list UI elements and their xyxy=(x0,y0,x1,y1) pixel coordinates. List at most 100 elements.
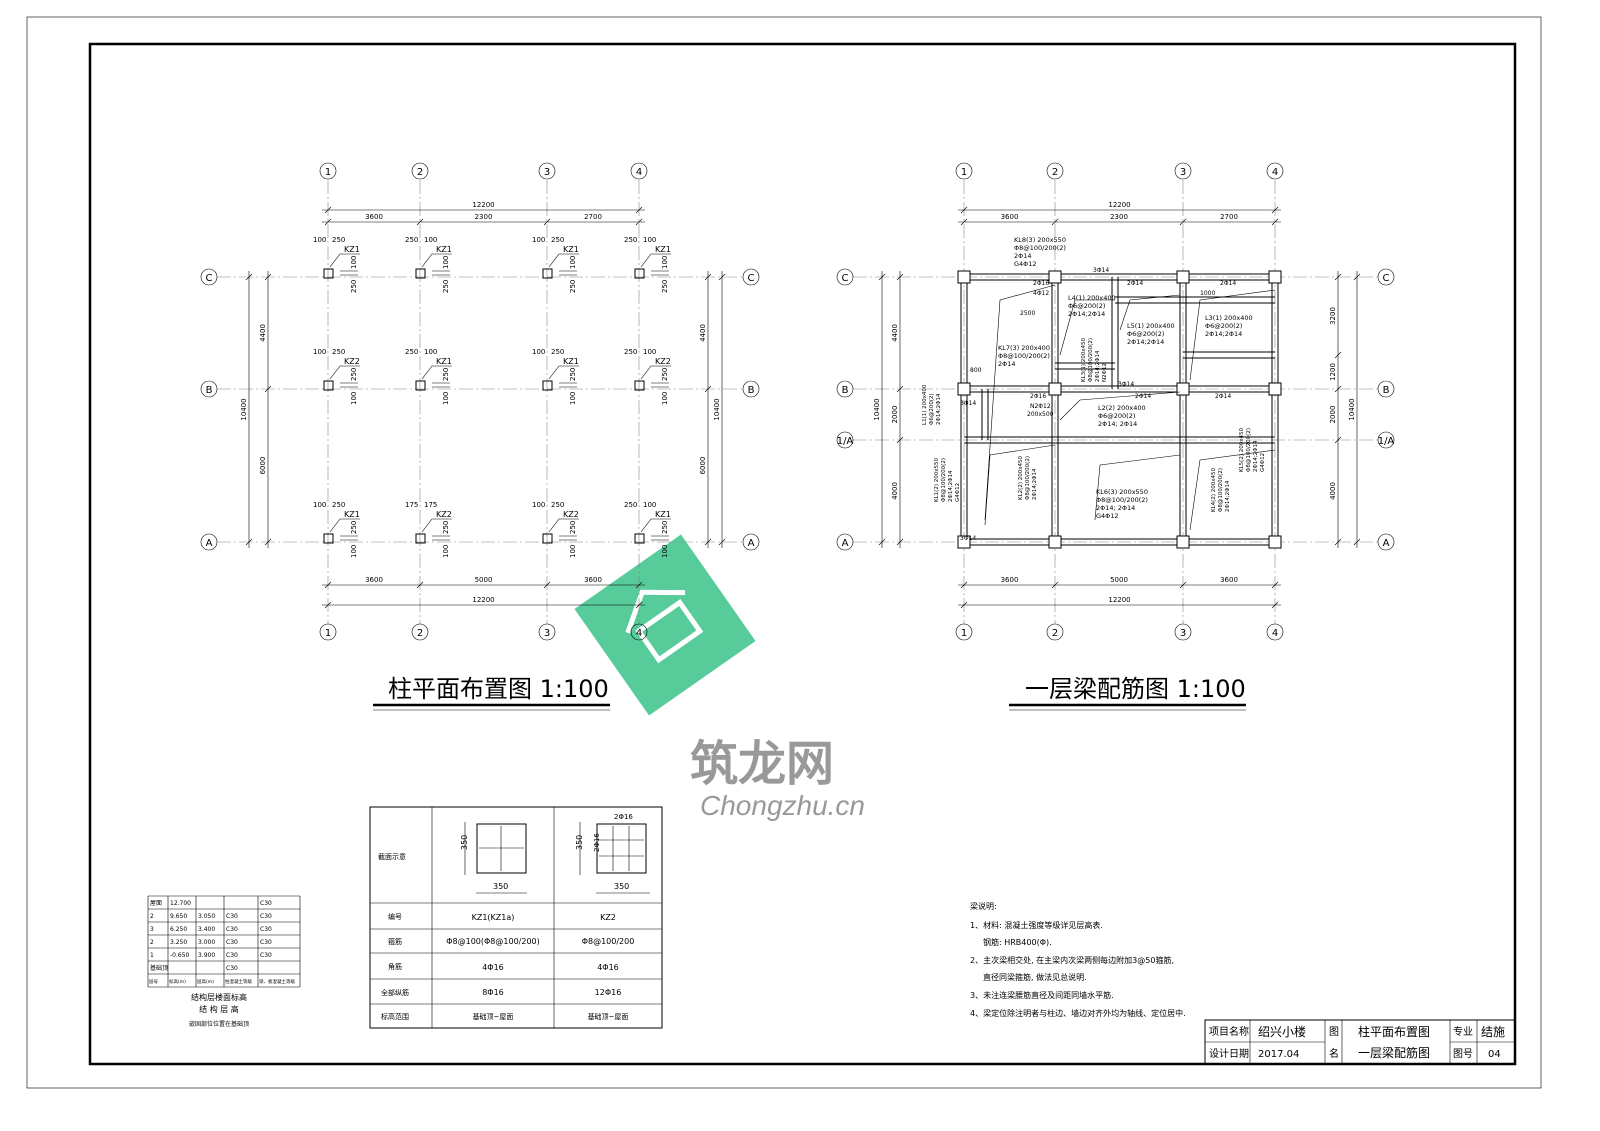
watermark-url: Chongzhu.cn xyxy=(700,790,865,821)
dimension-total: 12200 xyxy=(1108,596,1130,604)
level-cell: 2 xyxy=(150,913,154,920)
axis-label: 4 xyxy=(636,628,642,639)
axis-bubble xyxy=(955,623,973,641)
level-cell: C30 xyxy=(260,926,272,933)
dimension-tick xyxy=(324,218,332,226)
beam-annotation: KL8(3) 200x550 xyxy=(1014,236,1066,244)
dimension-tick xyxy=(960,601,968,609)
axis-bubble xyxy=(1266,162,1284,180)
dimension-text: 4000 xyxy=(1329,482,1337,500)
axis-bubble xyxy=(836,380,854,398)
header-section: 截面示意 xyxy=(378,852,406,861)
left-plan-title: 柱平面布置图 1:100 xyxy=(388,675,609,703)
beam-annotation: L5(1) 200x400 xyxy=(1127,322,1175,330)
dimension-tick xyxy=(1051,581,1059,589)
column-dim-h: 175 xyxy=(405,501,418,509)
rebar-note: 2Φ14 xyxy=(1135,393,1151,400)
dimension-tick xyxy=(635,218,643,226)
dimension-tick xyxy=(896,538,904,546)
dimension-text: 4400 xyxy=(259,324,267,342)
axis-label: 1 xyxy=(961,628,967,639)
column-square xyxy=(1048,535,1062,549)
rebar-note: 2Φ16 xyxy=(1030,393,1046,400)
level-cell: 3.400 xyxy=(198,926,215,933)
leader-line xyxy=(984,284,1056,521)
vertical-beam-annotation: KL4(2) 200x450Φ8@100/200(2)2Φ14;2Φ14 xyxy=(1211,468,1231,512)
column-square xyxy=(634,380,645,391)
leader-line xyxy=(1059,391,1181,421)
leader-line xyxy=(640,518,671,533)
kz2-range: 基础顶~屋面 xyxy=(588,1012,629,1021)
dimension-text: 3200 xyxy=(1329,307,1337,325)
dimension-tick xyxy=(245,273,253,281)
column-dim-v: 250 xyxy=(442,521,450,534)
column-dim-v: 100 xyxy=(661,545,669,558)
axis-label: 1 xyxy=(961,167,967,178)
axis-label: 2 xyxy=(1052,167,1058,178)
level-cell: 3.050 xyxy=(198,913,215,920)
level-cell: C30 xyxy=(260,913,272,920)
column-dim-h: 250 xyxy=(624,348,637,356)
axis-label: C xyxy=(1383,273,1390,284)
column-dim-h: 250 xyxy=(332,348,345,356)
axis-bubble xyxy=(742,533,760,551)
axis-label: B xyxy=(1383,385,1390,396)
rebar-note: 1000 xyxy=(1200,290,1215,297)
watermark-house-icon xyxy=(625,589,704,664)
beam-annotation: KL7(3) 200x400 xyxy=(998,344,1050,352)
axis-bubble xyxy=(538,623,556,641)
kz2-dim-height: 350 xyxy=(575,835,584,850)
column-table: 截面示意 编号 箍筋 角筋 全部纵筋 标高范围 350 350 350 2Φ16… xyxy=(369,806,663,1029)
column-dim-h: 100 xyxy=(424,348,437,356)
level-cell: 3.900 xyxy=(198,952,215,959)
dimension-text: 4400 xyxy=(891,324,899,342)
leader-line xyxy=(984,444,1056,526)
column-dim-v: 100 xyxy=(442,256,450,269)
dimension-text: 2700 xyxy=(1220,213,1238,221)
leader-line xyxy=(1094,454,1181,521)
leader-line xyxy=(1119,294,1181,331)
level-cell: C30 xyxy=(226,939,238,946)
rebar-note: 2Φ14 xyxy=(1127,280,1143,287)
axis-label: 1/A xyxy=(837,436,854,447)
dimension-tick xyxy=(1334,351,1342,359)
dimension-text: 4400 xyxy=(699,324,707,342)
column-dim-h: 250 xyxy=(405,236,418,244)
level-header: 层号 xyxy=(149,979,158,985)
column-dim-h: 250 xyxy=(405,348,418,356)
dimension-text: 3600 xyxy=(1220,576,1238,584)
rebar-note: 3Φ14 xyxy=(960,535,976,542)
kz1-total: 8Φ16 xyxy=(482,988,504,997)
dimension-tick xyxy=(1271,581,1279,589)
kz2-total: 12Φ16 xyxy=(595,988,622,997)
leader-line xyxy=(421,365,452,380)
axis-label: 2 xyxy=(417,628,423,639)
note-line: 钢筋: HRB400(Φ). xyxy=(983,937,1052,947)
kz1-range: 基础顶~屋面 xyxy=(473,1012,514,1021)
column-dim-h: 250 xyxy=(551,236,564,244)
column-square xyxy=(323,533,334,544)
dimension-tick xyxy=(324,206,332,214)
dimension-tick xyxy=(635,581,643,589)
column-dim-v: 250 xyxy=(442,368,450,381)
column-dim-v: 100 xyxy=(350,256,358,269)
axis-bubble xyxy=(742,268,760,286)
dimension-tick xyxy=(635,601,643,609)
leader-line xyxy=(329,518,360,533)
beam-annotation: 2Φ14 xyxy=(998,360,1016,368)
column-dim-h: 175 xyxy=(424,501,437,509)
axis-bubble xyxy=(411,162,429,180)
beam-annotation: 2Φ14 xyxy=(1014,252,1032,260)
axis-bubble xyxy=(742,380,760,398)
column-dim-v: 100 xyxy=(350,392,358,405)
column-dim-v: 250 xyxy=(661,368,669,381)
column-square xyxy=(323,268,334,279)
dimension-text: 10400 xyxy=(240,398,248,420)
level-header: 梁、板混凝土等级 xyxy=(259,978,295,985)
column-square xyxy=(542,380,553,391)
axis-bubble xyxy=(1377,268,1395,286)
column-square xyxy=(1048,270,1062,284)
column-square xyxy=(1176,535,1190,549)
axis-bubble xyxy=(1046,623,1064,641)
